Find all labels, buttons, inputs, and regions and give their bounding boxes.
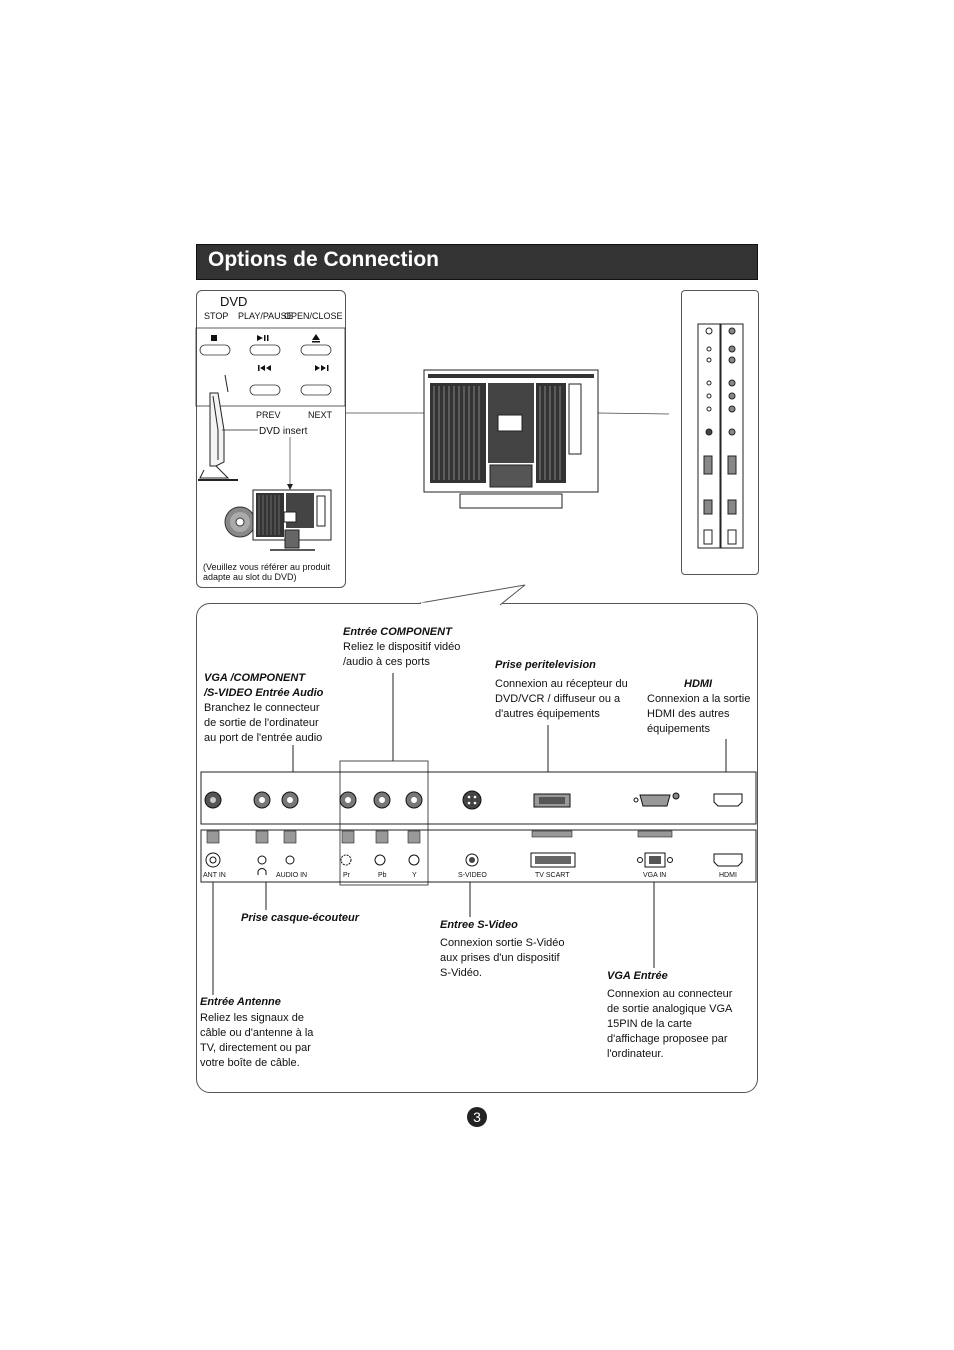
svideo-port-icon (465, 853, 479, 867)
play-pause-label: PLAY/PAUSE (238, 311, 293, 321)
hdmi-port-icon (713, 853, 743, 867)
callout-headphone: Prise casque-écouteur (241, 912, 359, 924)
callout-vga: VGA Entrée Connexion au connecteur de so… (607, 970, 733, 1060)
scart-port-icon (530, 852, 576, 868)
audio-in-port-icon (285, 855, 295, 865)
pr-port-icon (340, 854, 352, 866)
tv-side-profile (198, 374, 238, 481)
y-port-top (405, 791, 423, 809)
audio-port-top-1 (253, 791, 271, 809)
prev-label: PREV (256, 410, 281, 420)
next-button (300, 384, 332, 396)
ant-port-icon (205, 852, 221, 868)
page-title: Options de Connection (208, 248, 439, 271)
dvd-insert-label: DVD insert (259, 426, 308, 437)
title-bar: Options de Connection (196, 244, 758, 280)
component-highlight (339, 760, 429, 886)
stop-button (199, 344, 231, 356)
pb-port-icon (374, 854, 386, 866)
svideo-port-top (462, 790, 482, 810)
dvd-heading: DVD (220, 294, 248, 309)
ant-port-top (204, 791, 222, 809)
vga-in-label: VGA IN (643, 872, 667, 879)
open-close-label: OPEN/CLOSE (284, 311, 343, 321)
page-number: 3 (467, 1107, 487, 1127)
callout-vga-audio: VGA /COMPONENT /S-VIDEO Entrée Audio Bra… (204, 672, 324, 744)
play-pause-icon (257, 335, 263, 341)
pr-label: Pr (343, 872, 350, 879)
play-pause-button (249, 344, 281, 356)
callout-antenna: Entrée Antenne Reliez les signaux de câb… (200, 996, 314, 1069)
next-label: NEXT (308, 410, 333, 420)
hdmi-port-top (713, 793, 743, 807)
eject-icon (312, 334, 320, 340)
callout-svideo: Entree S-Video Connexion sortie S-Vidéo … (440, 919, 565, 979)
next-icon (315, 365, 329, 371)
audio-port-top-2 (281, 791, 299, 809)
pr-port-top (339, 791, 357, 809)
y-label: Y (412, 872, 417, 879)
ant-in-label: ANT IN (203, 872, 226, 879)
prev-button (249, 384, 281, 396)
prev-icon (258, 365, 271, 371)
open-close-button (300, 344, 332, 356)
side-ports-strip (697, 323, 744, 549)
y-port-icon (408, 854, 420, 866)
stop-label: STOP (204, 311, 229, 321)
tv-scart-label: TV SCART (535, 872, 570, 879)
dvd-disc-icon (224, 506, 256, 538)
stop-icon (211, 335, 217, 341)
dvd-note-line1: (Veuillez vous référer au produit (203, 562, 331, 572)
hdmi-label: HDMI (719, 872, 737, 879)
audio-in-label: AUDIO IN (276, 872, 308, 879)
dvd-note-line2: adapte au slot du DVD) (203, 572, 297, 582)
vga-port-icon (637, 852, 673, 868)
callout-scart: Prise peritelevision Connexion au récept… (495, 659, 628, 720)
vga-port-top (633, 792, 680, 807)
pb-label: Pb (378, 872, 387, 879)
svideo-label: S-VIDEO (458, 872, 487, 879)
callout-component: Entrée COMPONENT Reliez le dispositif vi… (343, 626, 461, 668)
dvd-button-box (195, 327, 346, 407)
callout-hdmi: HDMI Connexion a la sortie HDMI des autr… (647, 678, 751, 735)
headphone-port-icon (257, 855, 267, 875)
tv-rear-small (252, 489, 332, 551)
scart-port-top (533, 793, 571, 808)
tv-rear-large (423, 369, 599, 509)
pb-port-top (373, 791, 391, 809)
